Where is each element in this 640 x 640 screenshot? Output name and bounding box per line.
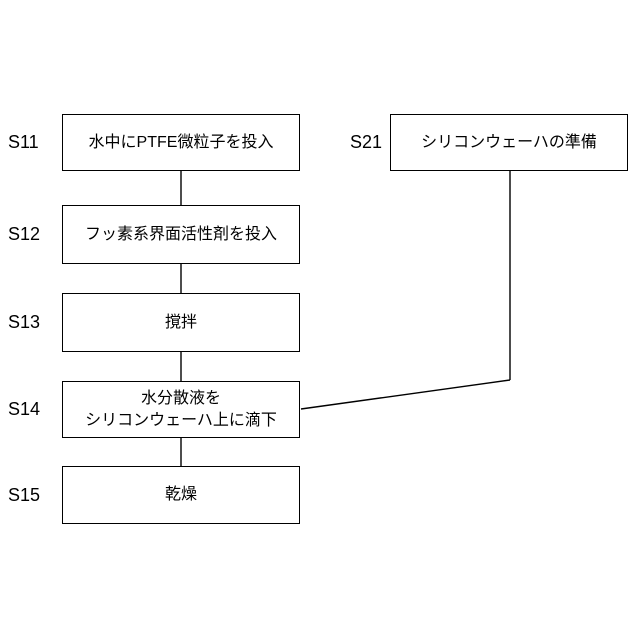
step-label-s21: S21 — [350, 132, 383, 152]
step-box-s21: シリコンウェーハの準備 — [390, 114, 628, 171]
step-label-s14: S14 — [8, 399, 41, 419]
step-text-s21: シリコンウェーハの準備 — [421, 133, 597, 151]
step-label-s12: S12 — [8, 224, 41, 244]
step-text-s12: フッ素系界面活性剤を投入 — [84, 225, 277, 243]
step-box-s12: フッ素系界面活性剤を投入 — [62, 205, 300, 264]
step-box-s11: 水中にPTFE微粒子を投入 — [62, 114, 300, 171]
step-box-s14: 水分散液を シリコンウェーハ上に滴下 — [62, 381, 300, 438]
step-text-s15: 乾燥 — [164, 486, 197, 504]
step-text-s11: 水中にPTFE微粒子を投入 — [88, 133, 274, 151]
step-box-s15: 乾燥 — [62, 466, 300, 524]
step-label-s11: S11 — [8, 132, 39, 152]
step-text-s13: 撹拌 — [164, 313, 197, 331]
connector-s21-s14-diagonal — [300, 379, 511, 410]
step-label-s13: S13 — [8, 312, 41, 332]
step-label-s15: S15 — [8, 484, 41, 505]
step-text-s14: 水分散液を シリコンウェーハ上に滴下 — [85, 389, 277, 429]
step-box-s13: 撹拌 — [62, 293, 300, 352]
